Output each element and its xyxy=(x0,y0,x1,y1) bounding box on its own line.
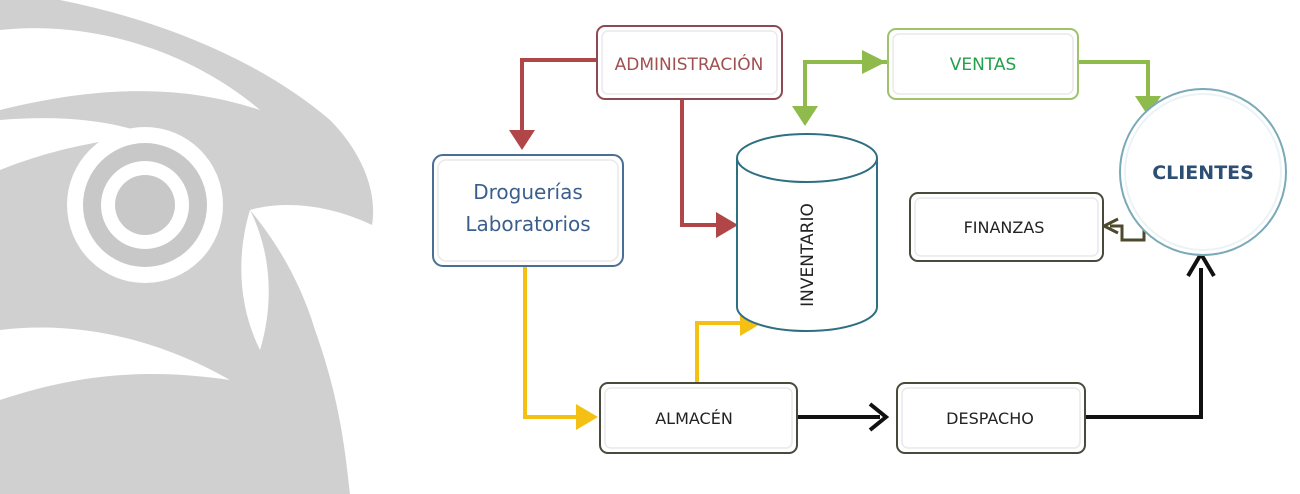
arrow-droguerias-to-almacen xyxy=(523,266,598,430)
arrow-almacen-to-despacho xyxy=(797,402,890,432)
owl-watermark-icon xyxy=(0,0,374,494)
laboratorios-label: Laboratorios xyxy=(465,212,590,236)
clientes-label: CLIENTES xyxy=(1152,162,1254,184)
node-ventas: VENTAS xyxy=(887,28,1079,100)
node-finanzas: FINANZAS xyxy=(909,192,1104,262)
administracion-label: ADMINISTRACIÓN xyxy=(615,53,764,75)
arrow-administracion-to-droguerias xyxy=(509,58,597,150)
almacen-label: ALMACÉN xyxy=(655,409,733,428)
inventario-label: INVENTARIO xyxy=(798,203,818,307)
arrow-ventas-to-clientes xyxy=(1078,60,1161,116)
arrow-ventas-to-inventario xyxy=(792,60,888,126)
arrow-into-ventas xyxy=(862,50,886,74)
node-administracion: ADMINISTRACIÓN xyxy=(596,25,783,100)
node-droguerias-laboratorios: Droguerías Laboratorios xyxy=(432,154,624,267)
node-clientes: CLIENTES xyxy=(1119,88,1287,256)
despacho-label: DESPACHO xyxy=(946,409,1034,428)
node-almacen: ALMACÉN xyxy=(599,382,798,454)
droguerias-label: Droguerías xyxy=(473,180,583,204)
ventas-label: VENTAS xyxy=(950,55,1017,75)
arrow-despacho-to-clientes xyxy=(1085,250,1216,419)
node-despacho: DESPACHO xyxy=(896,382,1086,454)
finanzas-label: FINANZAS xyxy=(964,218,1045,237)
node-inventario-cylinder: INVENTARIO xyxy=(736,133,878,332)
arrow-administracion-to-inventario xyxy=(680,100,738,238)
